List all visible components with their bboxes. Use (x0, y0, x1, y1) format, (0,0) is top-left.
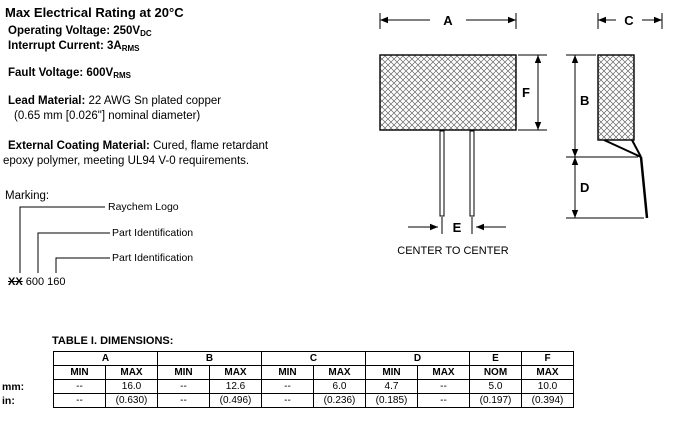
lead-bend-right (631, 139, 642, 158)
max-rating-title: Max Electrical Rating at 20°C (5, 5, 184, 20)
group-header-a: A (53, 351, 158, 366)
value-cell: 5.0 (469, 379, 522, 394)
marking-callout-raychem-logo: Raychem Logo (108, 201, 179, 213)
center-to-center-caption: CENTER TO CENTER (397, 245, 508, 257)
value-cell: (0.496) (209, 393, 262, 408)
marking-callout-lines (19, 206, 110, 273)
lead-left (439, 130, 445, 217)
coating-label: External Coating Material: (8, 140, 150, 152)
subheader-cell: MIN (365, 365, 418, 380)
dim-label-f: F (522, 85, 530, 100)
dim-label-a: A (443, 13, 453, 28)
table-corner-cell (2, 352, 54, 366)
table-row-mm: mm: -- 16.0 -- 12.6 -- 6.0 4.7 -- 5.0 10… (2, 379, 574, 394)
subheader-cell: MAX (521, 365, 574, 380)
table-group-header-row: A B C D E F (2, 351, 574, 366)
front-view (379, 13, 547, 234)
operating-voltage-text: Operating Voltage: 250V (8, 25, 141, 37)
marking-code-text: 600 160 (25, 276, 66, 288)
value-cell: (0.185) (365, 393, 418, 408)
value-cell: 12.6 (209, 379, 262, 394)
group-header-e: E (469, 351, 522, 366)
lead-right (469, 130, 475, 217)
group-header-f: F (521, 351, 574, 366)
value-cell: 10.0 (521, 379, 574, 394)
lead-material-value: 22 AWG Sn plated copper (85, 95, 222, 107)
lead-material-label: Lead Material: (8, 95, 86, 107)
value-cell: (0.197) (469, 393, 522, 408)
value-cell: 4.7 (365, 379, 418, 394)
table-title: TABLE I. DIMENSIONS: (52, 335, 174, 347)
subheader-cell: MAX (105, 365, 158, 380)
table-subheader-row: MIN MAX MIN MAX MIN MAX MIN MAX NOM MAX (2, 365, 574, 380)
lead-material-note: (0.65 mm [0.026"] nominal diameter) (14, 110, 201, 122)
marking-label: Marking: (5, 190, 50, 202)
operating-voltage-line: Operating Voltage: 250VDC (8, 25, 152, 38)
callout-line-1 (19, 206, 105, 273)
lead-bend-left (603, 139, 642, 158)
value-cell: (0.394) (521, 393, 574, 408)
value-cell: 16.0 (105, 379, 158, 394)
subheader-cell: MIN (157, 365, 210, 380)
device-body-front (379, 54, 517, 131)
dimension-labels: A C F B D E (443, 13, 634, 235)
dimensions-table-block: TABLE I. DIMENSIONS: A B C D E F MIN MAX… (2, 335, 574, 408)
table-corner-cell (2, 366, 54, 380)
callout-line-2 (37, 232, 110, 273)
marking-callout-part-id-2: Part Identification (112, 252, 194, 264)
dim-label-c: C (624, 13, 634, 28)
coating-value: Cured, flame retardant (149, 140, 269, 152)
row-label-in: in: (2, 394, 15, 407)
value-cell: -- (261, 393, 314, 408)
value-cell: -- (53, 379, 106, 394)
side-view (566, 13, 663, 219)
marking-callout-part-id-1: Part Identification (112, 227, 194, 239)
value-cell: (0.236) (313, 393, 366, 408)
interrupt-current-line: Interrupt Current: 3ARMS (8, 40, 140, 53)
coating-note: epoxy polymer, meeting UL94 V-0 requirem… (3, 155, 250, 167)
dim-label-e: E (453, 220, 462, 235)
lead-material-line: Lead Material: 22 AWG Sn plated copper (8, 95, 221, 107)
fault-voltage-text: Fault Voltage: 600V (8, 67, 114, 79)
marking-code-logo: XX (8, 276, 23, 288)
subheader-cell: MAX (313, 365, 366, 380)
callout-line-3 (55, 257, 110, 273)
value-cell: -- (417, 393, 470, 408)
subheader-cell: MAX (209, 365, 262, 380)
value-cell: -- (157, 379, 210, 394)
subheader-cell: MAX (417, 365, 470, 380)
value-cell: -- (53, 393, 106, 408)
operating-voltage-subscript: DC (140, 29, 152, 38)
fault-voltage-line: Fault Voltage: 600VRMS (8, 67, 131, 80)
dimension-diagram: A C F B D E CENTER TO CENTER (379, 13, 663, 257)
device-body-side (597, 54, 635, 141)
marking-code: XX 600 160 (8, 276, 66, 288)
value-cell: -- (157, 393, 210, 408)
subheader-cell: MIN (53, 365, 106, 380)
subheader-cell: MIN (261, 365, 314, 380)
row-label-mm: mm: (2, 380, 25, 393)
value-cell: -- (417, 379, 470, 394)
interrupt-current-subscript: RMS (121, 44, 140, 53)
group-header-d: D (365, 351, 470, 366)
value-cell: (0.630) (105, 393, 158, 408)
interrupt-current-text: Interrupt Current: 3A (8, 40, 122, 52)
group-header-b: B (157, 351, 262, 366)
table-row-in: in: -- (0.630) -- (0.496) -- (0.236) (0.… (2, 393, 574, 408)
dim-label-b: B (580, 93, 589, 108)
fault-voltage-subscript: RMS (113, 71, 132, 80)
coating-line: External Coating Material: Cured, flame … (8, 140, 268, 152)
value-cell: -- (261, 379, 314, 394)
value-cell: 6.0 (313, 379, 366, 394)
lead-side (639, 156, 649, 219)
dim-label-d: D (580, 180, 589, 195)
subheader-cell: NOM (469, 365, 522, 380)
group-header-c: C (261, 351, 366, 366)
dimensions-table: A B C D E F MIN MAX MIN MAX MIN MAX MIN … (2, 351, 574, 408)
